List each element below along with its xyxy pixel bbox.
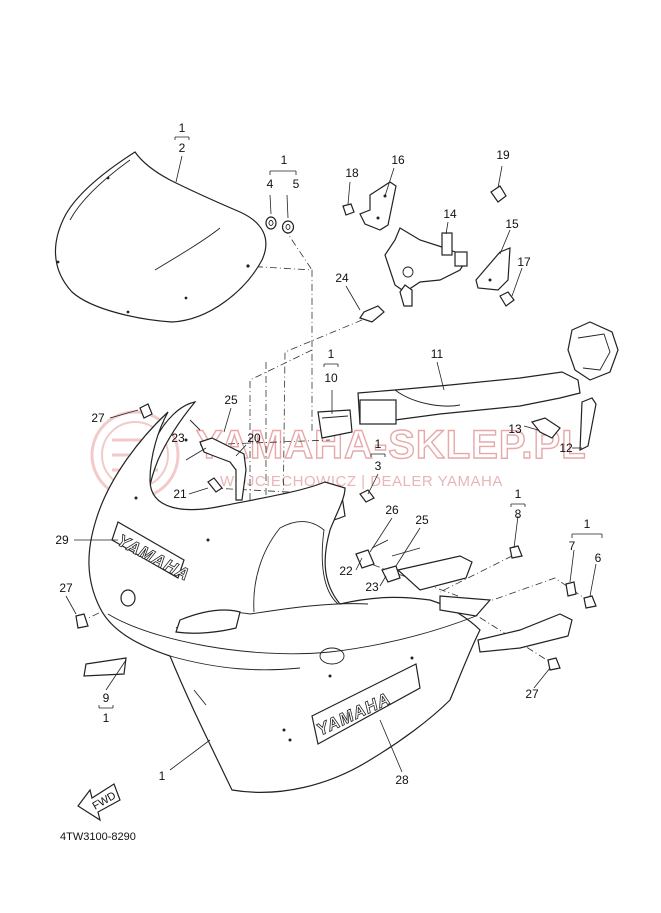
callout-7: 7 xyxy=(569,539,576,553)
washer-group xyxy=(265,216,295,234)
callout-27b: 27 xyxy=(59,581,73,595)
callout-6: 6 xyxy=(595,551,602,565)
callout-16: 16 xyxy=(391,153,405,167)
callout-12: 12 xyxy=(559,441,573,455)
diagram-code: 4TW3100-8290 xyxy=(60,831,136,843)
callout-23a: 23 xyxy=(171,431,185,445)
watermark-subtitle: WOJCIECHOWICZ | DEALER YAMAHA xyxy=(220,473,503,490)
main-cowling xyxy=(88,411,481,793)
callout-2: 2 xyxy=(179,141,186,155)
callout-10-top: 1 xyxy=(328,347,335,361)
callout-22: 22 xyxy=(339,564,353,578)
callout-7-group-top: 1 xyxy=(584,517,591,531)
leader-lines xyxy=(65,155,597,773)
callouts: 1 2 1 4 5 18 16 19 14 15 17 24 1 10 11 2… xyxy=(55,121,603,787)
callout-27c: 27 xyxy=(525,687,539,701)
side-strake xyxy=(396,555,573,653)
callout-21: 21 xyxy=(173,487,187,501)
callout-8: 8 xyxy=(515,507,522,521)
callout-29: 29 xyxy=(55,533,69,547)
side-light xyxy=(530,321,619,451)
callout-23b: 23 xyxy=(365,580,379,594)
air-duct xyxy=(317,371,581,439)
callout-27a: 27 xyxy=(91,411,105,425)
callout-5: 5 xyxy=(293,177,300,191)
stay-bracket xyxy=(359,181,511,307)
fasteners-top xyxy=(342,185,515,323)
callout-11: 11 xyxy=(431,347,444,361)
callout-26: 26 xyxy=(385,503,399,517)
callout-1a-top: 1 xyxy=(179,121,186,135)
callout-1-main: 1 xyxy=(159,769,166,783)
fasteners-lower xyxy=(75,403,597,677)
callout-9: 9 xyxy=(103,691,110,705)
callout-9-bottom: 1 xyxy=(103,711,110,725)
callout-18: 18 xyxy=(345,166,359,180)
watermark-title: YAMAHA-SKLEP.PL xyxy=(196,423,587,467)
callout-25a: 25 xyxy=(224,393,238,407)
callout-28: 28 xyxy=(395,773,409,787)
callout-13: 13 xyxy=(508,422,522,436)
callout-10: 10 xyxy=(324,371,338,385)
callout-1b-top: 1 xyxy=(281,153,288,167)
callout-15: 15 xyxy=(505,217,519,231)
callout-4: 4 xyxy=(267,177,274,191)
callout-17: 17 xyxy=(517,255,531,269)
callout-8-top: 1 xyxy=(515,487,522,501)
callout-3: 3 xyxy=(375,459,382,473)
windscreen xyxy=(54,151,267,323)
callout-19: 19 xyxy=(496,148,510,162)
callout-24: 24 xyxy=(335,271,349,285)
fwd-arrow: FWD xyxy=(77,783,121,822)
callout-20: 20 xyxy=(247,431,261,445)
callout-25b: 25 xyxy=(415,513,429,527)
callout-3-top: 1 xyxy=(375,437,382,451)
callout-14: 14 xyxy=(443,207,457,221)
